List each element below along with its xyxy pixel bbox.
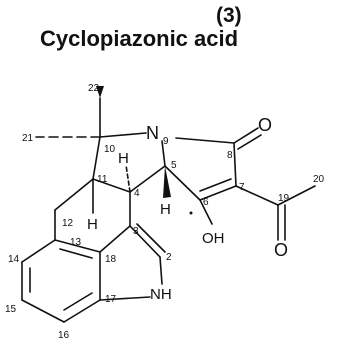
locant-4: 4: [134, 188, 140, 199]
atom-n9: N: [146, 123, 159, 143]
bond-8-o: [233, 127, 259, 144]
bond-7-6: [199, 185, 237, 201]
bond-14-13: [21, 239, 56, 263]
locant-15: 15: [5, 304, 17, 315]
bond-3-18: [99, 225, 131, 253]
bond-8-o-double: [237, 134, 262, 150]
bond-17-16: [63, 299, 101, 323]
wedge-22: [96, 86, 104, 98]
bond-11-4: [92, 178, 131, 193]
bond-13-18: [54, 239, 101, 253]
bond-3-2: [129, 225, 161, 258]
locant-11: 11: [97, 174, 108, 185]
compound-number: (3): [216, 4, 242, 27]
locant-18: 18: [105, 254, 117, 265]
bond-7-19: [235, 185, 279, 206]
bond-6-oh: [199, 199, 213, 225]
locant-20: 20: [313, 174, 325, 185]
bond-10-11: [92, 136, 101, 180]
atom-h4: H: [118, 150, 129, 167]
locant-22: 22: [88, 83, 100, 94]
wedge-h5: [163, 166, 171, 198]
h4-dashed-bond: [125, 164, 131, 193]
locant-17: 17: [105, 294, 117, 305]
locant-19: 19: [278, 193, 290, 204]
aromatic-inner-2: [63, 292, 93, 311]
locant-12: 12: [62, 218, 74, 229]
locant-21: 21: [22, 133, 34, 144]
dot-mark: [189, 211, 193, 215]
atom-oxo-o: O: [258, 115, 272, 135]
bond-nh-17: [99, 296, 151, 301]
locant-13: 13: [70, 237, 82, 248]
bond-6-5: [164, 165, 201, 201]
bond-2-nh: [159, 256, 163, 285]
locant-14: 14: [8, 254, 20, 265]
bond-7-6-double: [199, 178, 232, 192]
bond-8-7: [233, 142, 237, 187]
locant-3: 3: [133, 226, 139, 237]
bond-19-20: [277, 185, 316, 206]
atom-acyl-o: O: [274, 240, 288, 260]
atom-h11: H: [87, 216, 98, 233]
bond-3-2-double: [136, 223, 166, 253]
bond-n9-8: [175, 137, 235, 144]
aromatic-inner-1: [59, 248, 93, 259]
atom-h5: H: [160, 201, 171, 218]
bond-5-n9: [161, 140, 166, 167]
bond-10-n9: [99, 132, 147, 138]
atom-indole-nh: NH: [150, 286, 172, 303]
locant-16: 16: [58, 330, 70, 341]
locant-6: 6: [203, 197, 209, 208]
bond-11-12: [54, 178, 94, 211]
bond-4-5: [129, 165, 166, 193]
bond-16-15: [21, 299, 65, 323]
locant-5: 5: [171, 160, 177, 171]
locant-8: 8: [227, 150, 233, 161]
atom-n9-locant: 9: [163, 136, 169, 147]
locant-2: 2: [166, 252, 172, 263]
compound-name: Cyclopiazonic acid: [40, 26, 239, 51]
locant-10: 10: [104, 144, 116, 155]
bond-lines: [21, 97, 316, 323]
atom-hydroxyl: OH: [202, 230, 225, 247]
locant-7: 7: [239, 182, 245, 193]
